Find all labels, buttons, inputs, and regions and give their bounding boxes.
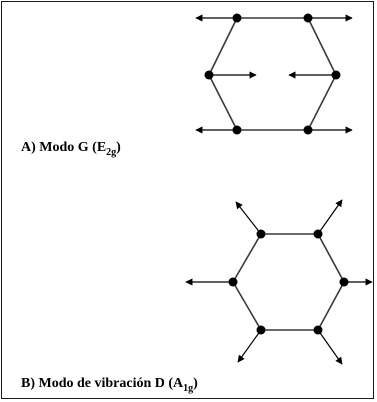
g-mode-caption: A) Modo G (E2g) xyxy=(21,140,121,158)
d-mode-caption-text: B) Modo de vibración D (A xyxy=(21,376,184,391)
g-mode-caption-close: ) xyxy=(116,140,121,155)
d-mode-caption-close: ) xyxy=(193,376,198,391)
d-mode-diagram xyxy=(185,199,373,365)
atom xyxy=(204,70,214,80)
atom xyxy=(256,325,266,335)
g-mode-bonds xyxy=(208,17,337,131)
g-mode-symmetry-subscript: 2g xyxy=(106,146,117,158)
arrow-upper-right xyxy=(317,199,343,235)
d-mode-displacement-arrows xyxy=(185,199,373,365)
d-mode-caption: B) Modo de vibración D (A1g) xyxy=(21,376,198,394)
g-mode-atoms xyxy=(204,13,341,135)
atom xyxy=(303,125,313,135)
d-mode-bonds xyxy=(232,233,345,331)
g-mode-displacement-arrows xyxy=(195,14,353,134)
arrow-lower-right xyxy=(317,329,343,365)
atom xyxy=(313,325,323,335)
g-mode-caption-text: A) Modo G (E xyxy=(21,140,107,155)
atom xyxy=(313,229,323,239)
atom xyxy=(256,229,266,239)
d-mode-symmetry-subscript: 1g xyxy=(183,382,194,394)
figure-frame xyxy=(1,1,374,399)
arrow-upper-left xyxy=(235,201,262,235)
atom xyxy=(232,13,242,23)
arrow-lower-left xyxy=(237,329,262,363)
g-mode-diagram xyxy=(195,13,353,135)
atom xyxy=(232,125,242,135)
atom xyxy=(228,277,238,287)
d-mode-atoms xyxy=(228,229,349,335)
atom xyxy=(303,13,313,23)
atom xyxy=(339,277,349,287)
atom xyxy=(331,70,341,80)
